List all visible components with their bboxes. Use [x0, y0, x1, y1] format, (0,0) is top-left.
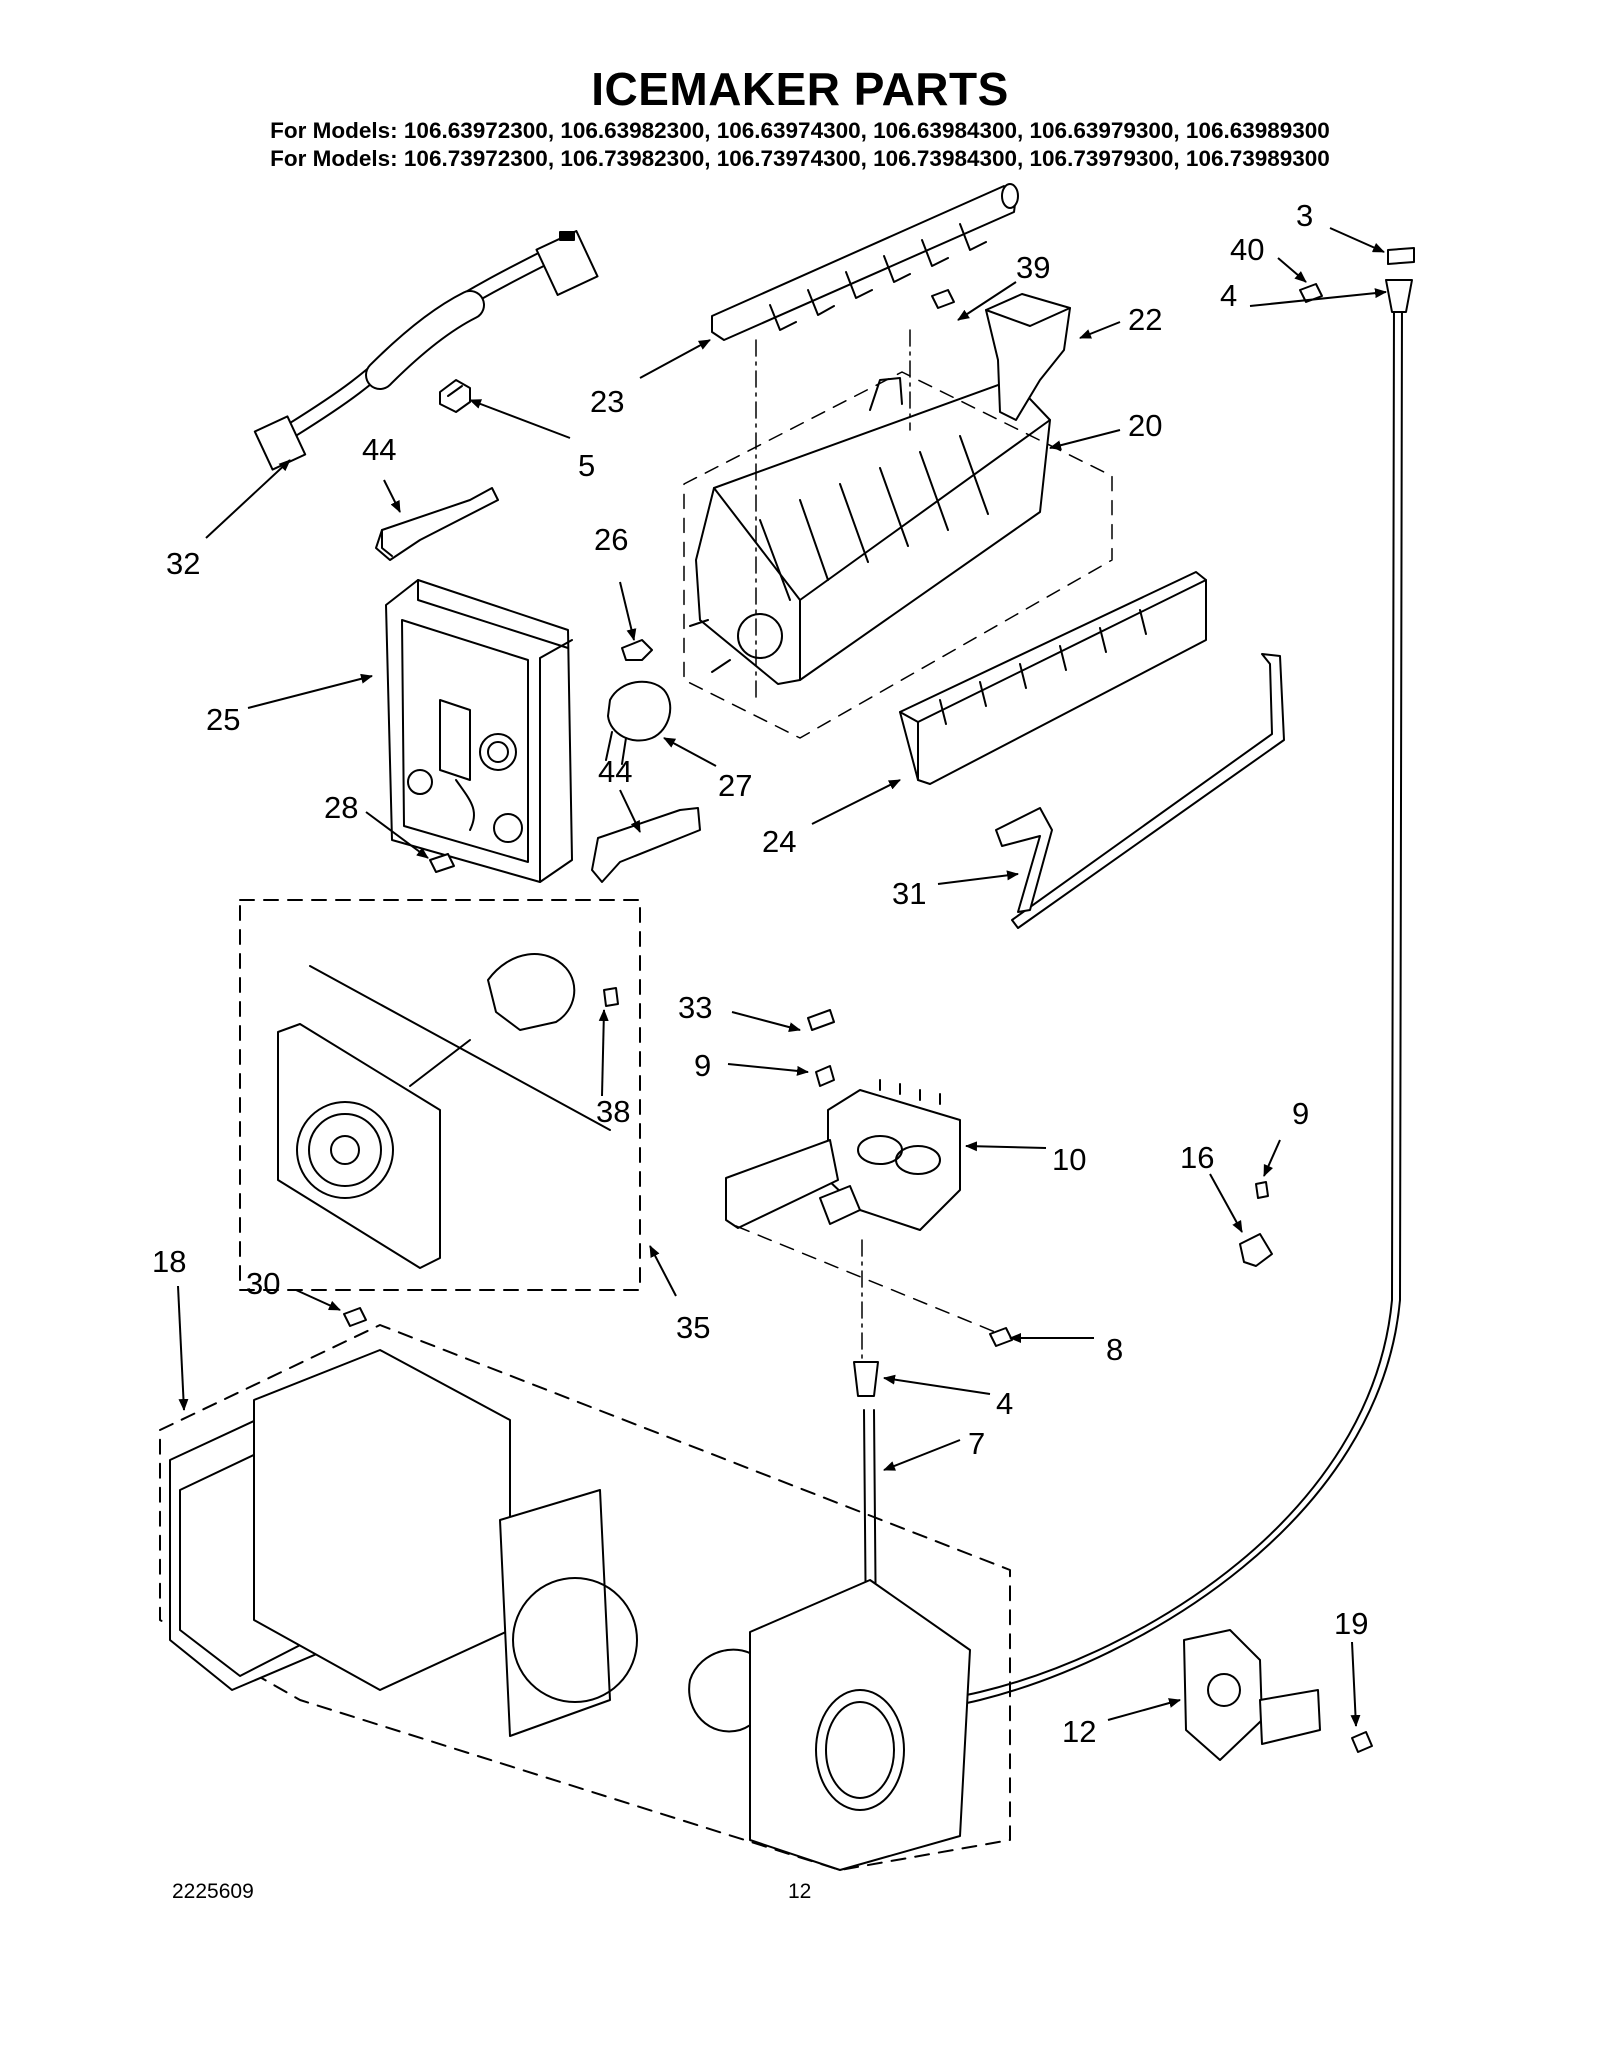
callout-9-left: 9: [694, 1048, 711, 1083]
callout-27: 27: [718, 768, 752, 803]
callout-7: 7: [968, 1426, 985, 1461]
callout-10: 10: [1052, 1142, 1086, 1177]
callout-3: 3: [1296, 198, 1313, 233]
page-title: ICEMAKER PARTS: [591, 63, 1009, 115]
callout-30: 30: [246, 1266, 280, 1301]
bracket-part-lower: [591, 807, 701, 883]
callout-26: 26: [594, 522, 628, 557]
callout-4-lower: 4: [996, 1386, 1013, 1421]
bracket-part-upper: [375, 487, 499, 561]
callout-22: 22: [1128, 302, 1162, 337]
callout-32: 32: [166, 546, 200, 581]
fitting-part: [853, 1361, 879, 1397]
page-number: 12: [788, 1880, 812, 1903]
models-line-2: For Models: 106.73972300, 106.73982300, …: [270, 146, 1330, 171]
thermostat-part: [605, 680, 672, 765]
screw-parts: [343, 283, 1373, 1753]
thermostat-clip-part: [621, 639, 653, 661]
wire-harness-part: [253, 230, 599, 471]
callout-18: 18: [152, 1244, 186, 1279]
callout-labels: 3 40 39 22 4 23 20 5 44 32 26 25 27 44 2…: [152, 198, 1368, 1749]
bail-arm-part: [995, 653, 1285, 929]
module-housing-part: [385, 579, 573, 883]
callout-12: 12: [1062, 1714, 1096, 1749]
callout-39: 39: [1016, 250, 1050, 285]
upper-fitting-part: [1385, 279, 1413, 313]
callout-4-upper: 4: [1220, 278, 1237, 313]
document-number: 2225609: [172, 1880, 254, 1903]
clip-part: [439, 379, 471, 413]
callout-44-lower: 44: [598, 754, 632, 789]
motor-assembly-part: [239, 899, 641, 1291]
inlet-valve-part: [1183, 1629, 1321, 1761]
callout-23: 23: [590, 384, 624, 419]
callout-9-right: 9: [1292, 1096, 1309, 1131]
tube-clamp-part: [1239, 1233, 1273, 1267]
callout-40: 40: [1230, 232, 1264, 267]
shield-part: [985, 293, 1071, 421]
callout-16: 16: [1180, 1140, 1214, 1175]
callout-38: 38: [596, 1094, 630, 1129]
ejector-part: [711, 183, 1019, 341]
callout-33: 33: [678, 990, 712, 1025]
callout-31: 31: [892, 876, 926, 911]
callout-5: 5: [578, 448, 595, 483]
callout-25: 25: [206, 702, 240, 737]
clamp-part: [1387, 247, 1415, 265]
callout-8: 8: [1106, 1332, 1123, 1367]
callout-35: 35: [676, 1310, 710, 1345]
callout-20: 20: [1128, 408, 1162, 443]
fan-housing-part: [159, 1324, 1011, 1871]
callout-19: 19: [1334, 1606, 1368, 1641]
water-valve-part: [725, 1079, 961, 1231]
stripper-part: [899, 571, 1207, 785]
callout-44-upper: 44: [362, 432, 396, 467]
models-line-1: For Models: 106.63972300, 106.63982300, …: [270, 118, 1330, 143]
callout-24: 24: [762, 824, 796, 859]
callout-28: 28: [324, 790, 358, 825]
mold-part: [689, 377, 1051, 685]
